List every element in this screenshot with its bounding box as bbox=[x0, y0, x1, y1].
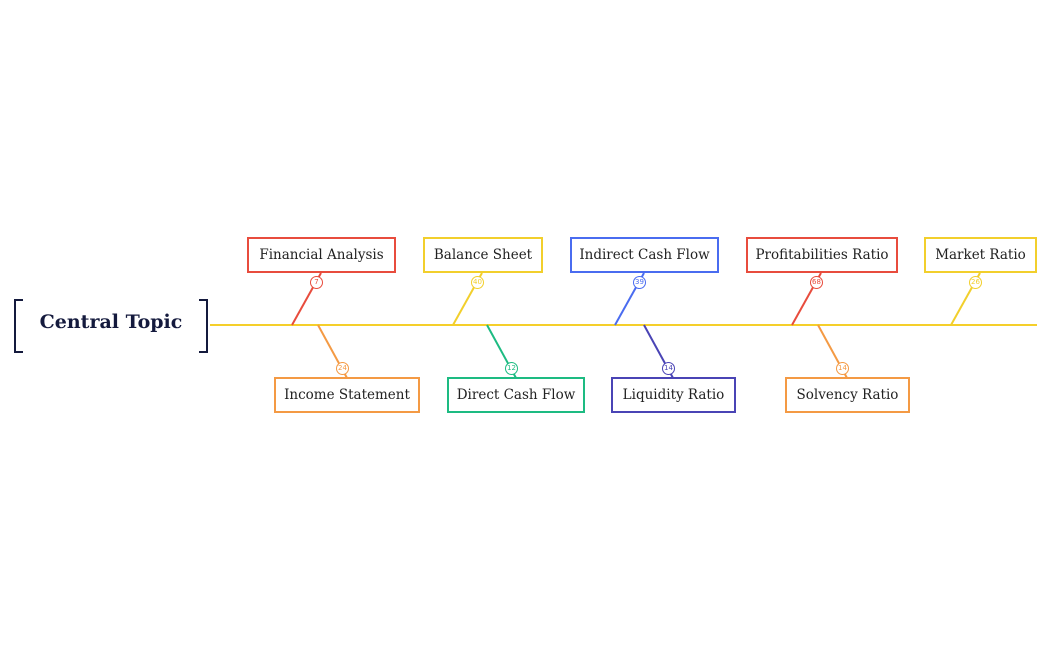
node-direct-cash-flow[interactable]: Direct Cash Flow bbox=[447, 377, 585, 413]
node-liquidity-ratio[interactable]: Liquidity Ratio bbox=[611, 377, 736, 413]
count-badge-financial-analysis: 7 bbox=[310, 276, 323, 289]
count-badge-profitabilities-ratio: 68 bbox=[810, 276, 823, 289]
node-balance-sheet[interactable]: Balance Sheet bbox=[423, 237, 543, 273]
central-topic[interactable]: Central Topic bbox=[14, 299, 208, 353]
count-badge-balance-sheet: 40 bbox=[471, 276, 484, 289]
count-badge-liquidity-ratio: 14 bbox=[662, 362, 675, 375]
central-topic-label: Central Topic bbox=[39, 311, 183, 333]
count-badge-solvency-ratio: 14 bbox=[836, 362, 849, 375]
count-badge-market-ratio: 26 bbox=[969, 276, 982, 289]
count-badge-direct-cash-flow: 12 bbox=[505, 362, 518, 375]
left-bracket bbox=[14, 299, 23, 353]
node-market-ratio[interactable]: Market Ratio bbox=[924, 237, 1037, 273]
right-bracket bbox=[199, 299, 208, 353]
node-indirect-cash-flow[interactable]: Indirect Cash Flow bbox=[570, 237, 719, 273]
node-profitabilities-ratio[interactable]: Profitabilities Ratio bbox=[746, 237, 898, 273]
node-financial-analysis[interactable]: Financial Analysis bbox=[247, 237, 396, 273]
count-badge-indirect-cash-flow: 39 bbox=[633, 276, 646, 289]
node-income-statement[interactable]: Income Statement bbox=[274, 377, 420, 413]
count-badge-income-statement: 24 bbox=[336, 362, 349, 375]
node-solvency-ratio[interactable]: Solvency Ratio bbox=[785, 377, 910, 413]
